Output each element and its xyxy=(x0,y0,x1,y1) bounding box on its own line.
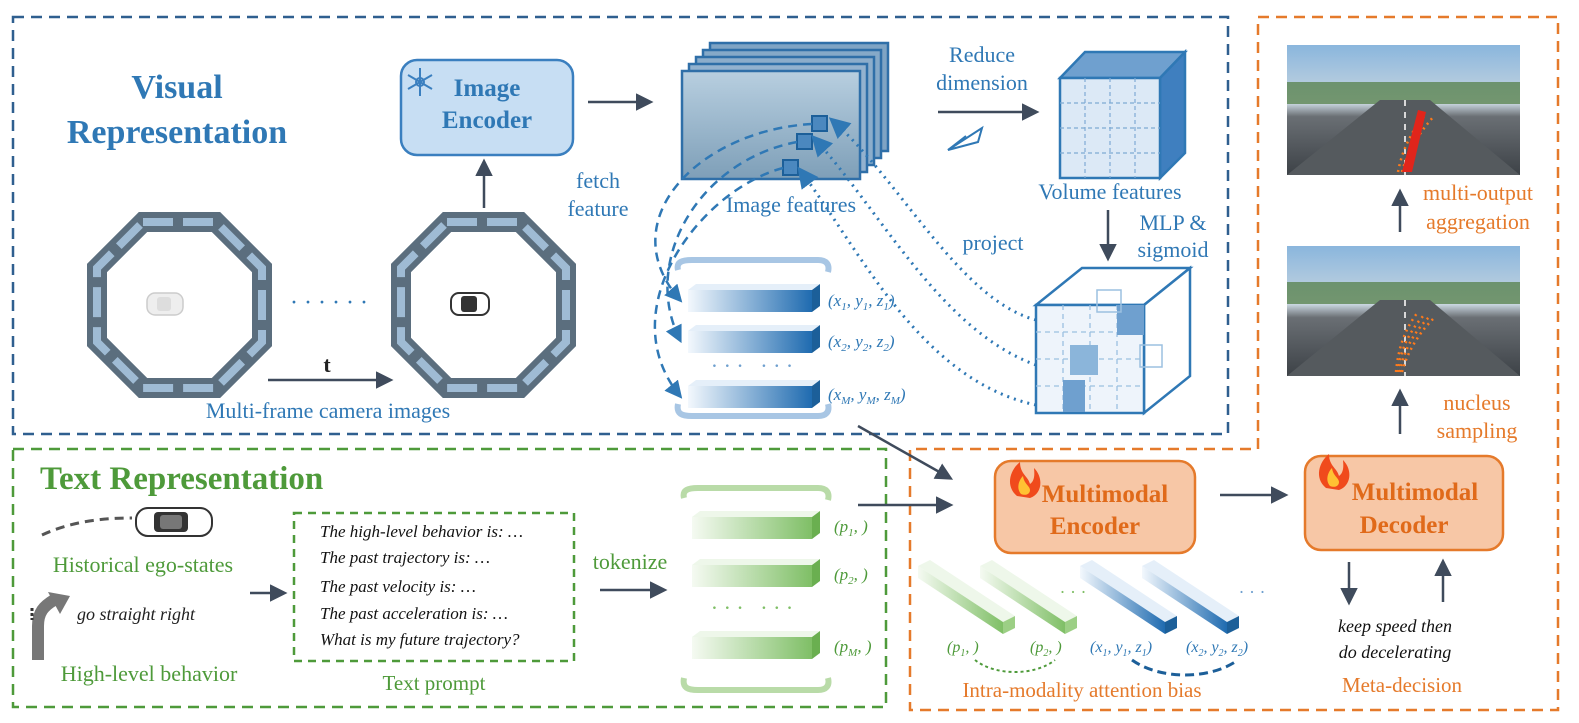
time-label: t xyxy=(323,352,331,377)
text-title: Text Representation xyxy=(40,461,323,497)
text-section-frame xyxy=(11,447,888,709)
historical-label: Historical ego-states xyxy=(53,552,233,577)
attn-bias-caption: Intra-modality attention bias xyxy=(962,678,1201,702)
p-label-2: (p2, ) xyxy=(834,565,868,587)
camera-ring-2 xyxy=(391,212,576,398)
frame-ellipsis: · · · · · · xyxy=(290,290,368,316)
coord-label-1: (x1, y1, z1) xyxy=(828,291,895,313)
text-token-3 xyxy=(692,631,820,659)
multi-output-line1: multi-output xyxy=(1423,180,1533,205)
image-feature-stack xyxy=(680,41,890,181)
p-label-1: (p1, ) xyxy=(834,517,868,539)
prompt-line-2: The past trajectory is: … xyxy=(320,548,490,567)
nucleus-line2: sampling xyxy=(1437,418,1518,443)
reduce-label-line2: dimension xyxy=(936,70,1028,95)
attn-token-x1: (x1, y1, z1) xyxy=(1090,639,1152,659)
turn-arrow-icon xyxy=(30,592,70,660)
text-token-1 xyxy=(692,511,820,539)
meta-decision-line2: do decelerating xyxy=(1339,642,1451,662)
high-level-label: High-level behavior xyxy=(61,661,238,686)
green-bar-dots: · · · xyxy=(1060,582,1087,602)
prompt-line-1: The high-level behavior is: … xyxy=(320,522,523,541)
mm-encoder-line1: Multimodal xyxy=(1042,481,1168,508)
attention-bar-blue-2 xyxy=(1142,560,1239,634)
camera-ring-1 xyxy=(87,212,272,398)
fetch-label-line1: fetch xyxy=(576,168,620,193)
flame-icon xyxy=(1009,462,1041,498)
attn-bias-blue-arc xyxy=(1131,658,1239,677)
visual-token-1 xyxy=(688,284,820,312)
road-view-sampling xyxy=(1287,246,1520,376)
prompt-line-4: The past acceleration is: … xyxy=(320,604,508,623)
image-encoder-line1: Image xyxy=(454,75,521,102)
history-car-icon xyxy=(135,507,213,537)
mlp-label-line2: sigmoid xyxy=(1138,237,1209,262)
multimodal-section-frame xyxy=(908,15,1560,712)
mm-decoder-line2: Decoder xyxy=(1360,512,1449,539)
visual-title-line1: Visual xyxy=(131,69,222,106)
image-encoder-block: Image Encoder xyxy=(399,58,575,157)
attention-bar-green-2 xyxy=(980,560,1077,634)
attention-bar-green-1 xyxy=(918,560,1015,634)
feature-cell-3 xyxy=(782,159,799,176)
visual-to-encoder-arrow xyxy=(857,424,954,480)
ego-car-icon xyxy=(450,292,490,316)
prompt-line-3: The past velocity is: … xyxy=(320,577,476,596)
coord-label-2: (x2, y2, z2) xyxy=(828,332,895,354)
visual-section-frame xyxy=(11,15,1230,436)
ghost-car-icon xyxy=(146,292,184,316)
fetch-arrows xyxy=(653,122,813,399)
feature-cell-2 xyxy=(796,133,813,150)
fetch-label-line2: feature xyxy=(567,196,628,221)
mm-decoder-line1: Multimodal xyxy=(1352,479,1478,506)
attn-bias-green-arc xyxy=(974,659,1056,673)
multi-output-line2: aggregation xyxy=(1426,209,1530,234)
multimodal-encoder-block: Multimodal Encoder xyxy=(993,459,1197,555)
snowflake-icon xyxy=(407,68,433,96)
camera-caption: Multi-frame camera images xyxy=(206,398,450,423)
text-prompt-caption: Text prompt xyxy=(383,671,486,695)
attn-token-p1: (p1, ) xyxy=(947,639,979,659)
text-token-2 xyxy=(692,559,820,587)
attention-bar-blue-1 xyxy=(1080,560,1177,634)
volume-features-label: Volume features xyxy=(1038,179,1181,204)
prompt-line-5: What is my future trajectory? xyxy=(320,630,520,649)
pyramid-icon xyxy=(947,125,984,151)
meta-decision-line1: keep speed then xyxy=(1338,616,1452,636)
project-arrows xyxy=(797,117,1037,407)
mlp-label-line1: MLP & xyxy=(1139,210,1206,235)
blue-bar-dots: · · · xyxy=(1239,582,1266,602)
image-features-label: Image features xyxy=(726,192,856,217)
history-trajectory xyxy=(41,516,133,537)
visual-token-ellipsis: · · · · · · xyxy=(711,353,793,378)
text-prompt-box xyxy=(292,511,576,663)
feature-cell-1 xyxy=(811,115,828,132)
coord-label-3: (xM, yM, zM) xyxy=(828,385,906,407)
image-encoder-line2: Encoder xyxy=(442,107,532,134)
mm-encoder-line2: Encoder xyxy=(1050,513,1140,540)
flame-icon xyxy=(1318,454,1350,490)
visual-token-stack: · · · · · · xyxy=(674,257,832,419)
visual-token-2 xyxy=(688,325,820,353)
multimodal-decoder-block: Multimodal Decoder xyxy=(1303,454,1505,552)
road-view-aggregated xyxy=(1287,45,1520,175)
attn-token-x2: (x2, y2, z2) xyxy=(1186,639,1248,659)
attn-token-p2: (p2, ) xyxy=(1030,639,1062,659)
visual-title-line2: Representation xyxy=(67,114,287,151)
reduce-label-line1: Reduce xyxy=(949,42,1015,67)
p-label-3: (pM, ) xyxy=(834,637,872,659)
visual-token-3 xyxy=(688,380,820,408)
meta-decision-caption: Meta-decision xyxy=(1342,673,1463,697)
text-token-ellipsis: · · · · · · xyxy=(711,595,793,620)
go-straight-label: go straight right xyxy=(77,604,196,624)
tokenize-label: tokenize xyxy=(593,549,668,574)
nucleus-line1: nucleus xyxy=(1443,390,1510,415)
occupancy-cube xyxy=(1032,265,1194,416)
project-label: project xyxy=(962,230,1023,255)
volume-cube xyxy=(1057,48,1188,182)
text-token-stack: · · · · · · xyxy=(680,485,832,693)
